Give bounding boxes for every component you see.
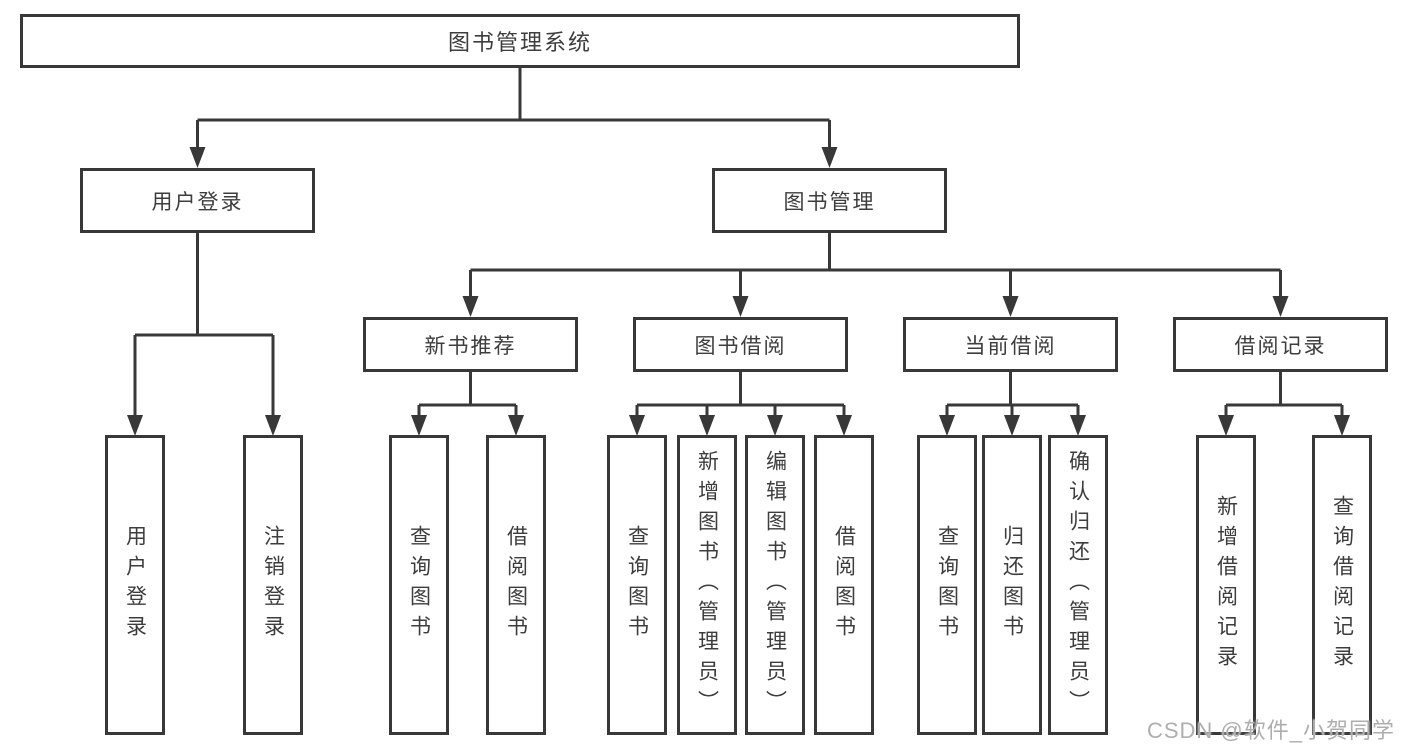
node-root-label: 图书管理系统 — [447, 30, 592, 55]
leaf-records-add-record: 新增借阅记录 — [1196, 435, 1256, 735]
leaf-borrow-borrow-book-label: 借阅图书 — [832, 525, 856, 645]
leaf-borrow-query-book: 查询图书 — [607, 435, 667, 735]
node-book-management: 图书管理 — [712, 168, 947, 233]
leaf-newbook-query-book: 查询图书 — [389, 435, 449, 735]
leaf-borrow-edit-book-admin-label: 编辑图书（管理员） — [763, 450, 787, 720]
leaf-borrow-add-book-admin-label: 新增图书（管理员） — [695, 450, 719, 720]
leaf-newbook-query-book-label: 查询图书 — [407, 525, 431, 645]
node-user-login-label: 用户登录 — [151, 190, 244, 214]
leaf-logout-label: 注销登录 — [261, 525, 285, 645]
node-borrow-records: 借阅记录 — [1173, 317, 1388, 372]
leaf-user-login: 用户登录 — [105, 435, 165, 735]
node-book-borrow: 图书借阅 — [633, 317, 848, 372]
leaf-borrow-edit-book-admin: 编辑图书（管理员） — [745, 435, 805, 735]
connector-paths — [133, 68, 1344, 416]
node-current-borrow: 当前借阅 — [903, 317, 1118, 372]
leaf-records-query-record: 查询借阅记录 — [1312, 435, 1372, 735]
leaf-borrow-borrow-book: 借阅图书 — [814, 435, 874, 735]
node-borrow-records-label: 借阅记录 — [1234, 334, 1327, 358]
leaf-borrow-query-book-label: 查询图书 — [625, 525, 649, 645]
watermark: CSDN @软件_小贺同学 — [1146, 718, 1395, 743]
leaf-current-confirm-return-admin-label: 确认归还（管理员） — [1066, 450, 1090, 720]
node-new-book-recommend: 新书推荐 — [363, 317, 578, 372]
leaf-current-query-book-label: 查询图书 — [935, 525, 959, 645]
leaf-newbook-borrow-book: 借阅图书 — [486, 435, 546, 735]
node-current-borrow-label: 当前借阅 — [964, 334, 1057, 358]
leaf-logout: 注销登录 — [243, 435, 303, 735]
leaf-user-login-label: 用户登录 — [123, 525, 147, 645]
node-new-book-recommend-label: 新书推荐 — [424, 334, 517, 358]
node-book-borrow-label: 图书借阅 — [694, 334, 787, 358]
leaf-borrow-add-book-admin: 新增图书（管理员） — [677, 435, 737, 735]
leaf-current-confirm-return-admin: 确认归还（管理员） — [1048, 435, 1108, 735]
leaf-newbook-borrow-book-label: 借阅图书 — [504, 525, 528, 645]
node-root: 图书管理系统 — [20, 14, 1020, 68]
leaf-records-add-record-label: 新增借阅记录 — [1214, 495, 1238, 675]
leaf-records-query-record-label: 查询借阅记录 — [1330, 495, 1354, 675]
node-user-login: 用户登录 — [80, 168, 315, 233]
leaf-current-return-book: 归还图书 — [982, 435, 1042, 735]
leaf-current-query-book: 查询图书 — [917, 435, 977, 735]
node-book-management-label: 图书管理 — [783, 190, 876, 214]
leaf-current-return-book-label: 归还图书 — [1000, 525, 1024, 645]
